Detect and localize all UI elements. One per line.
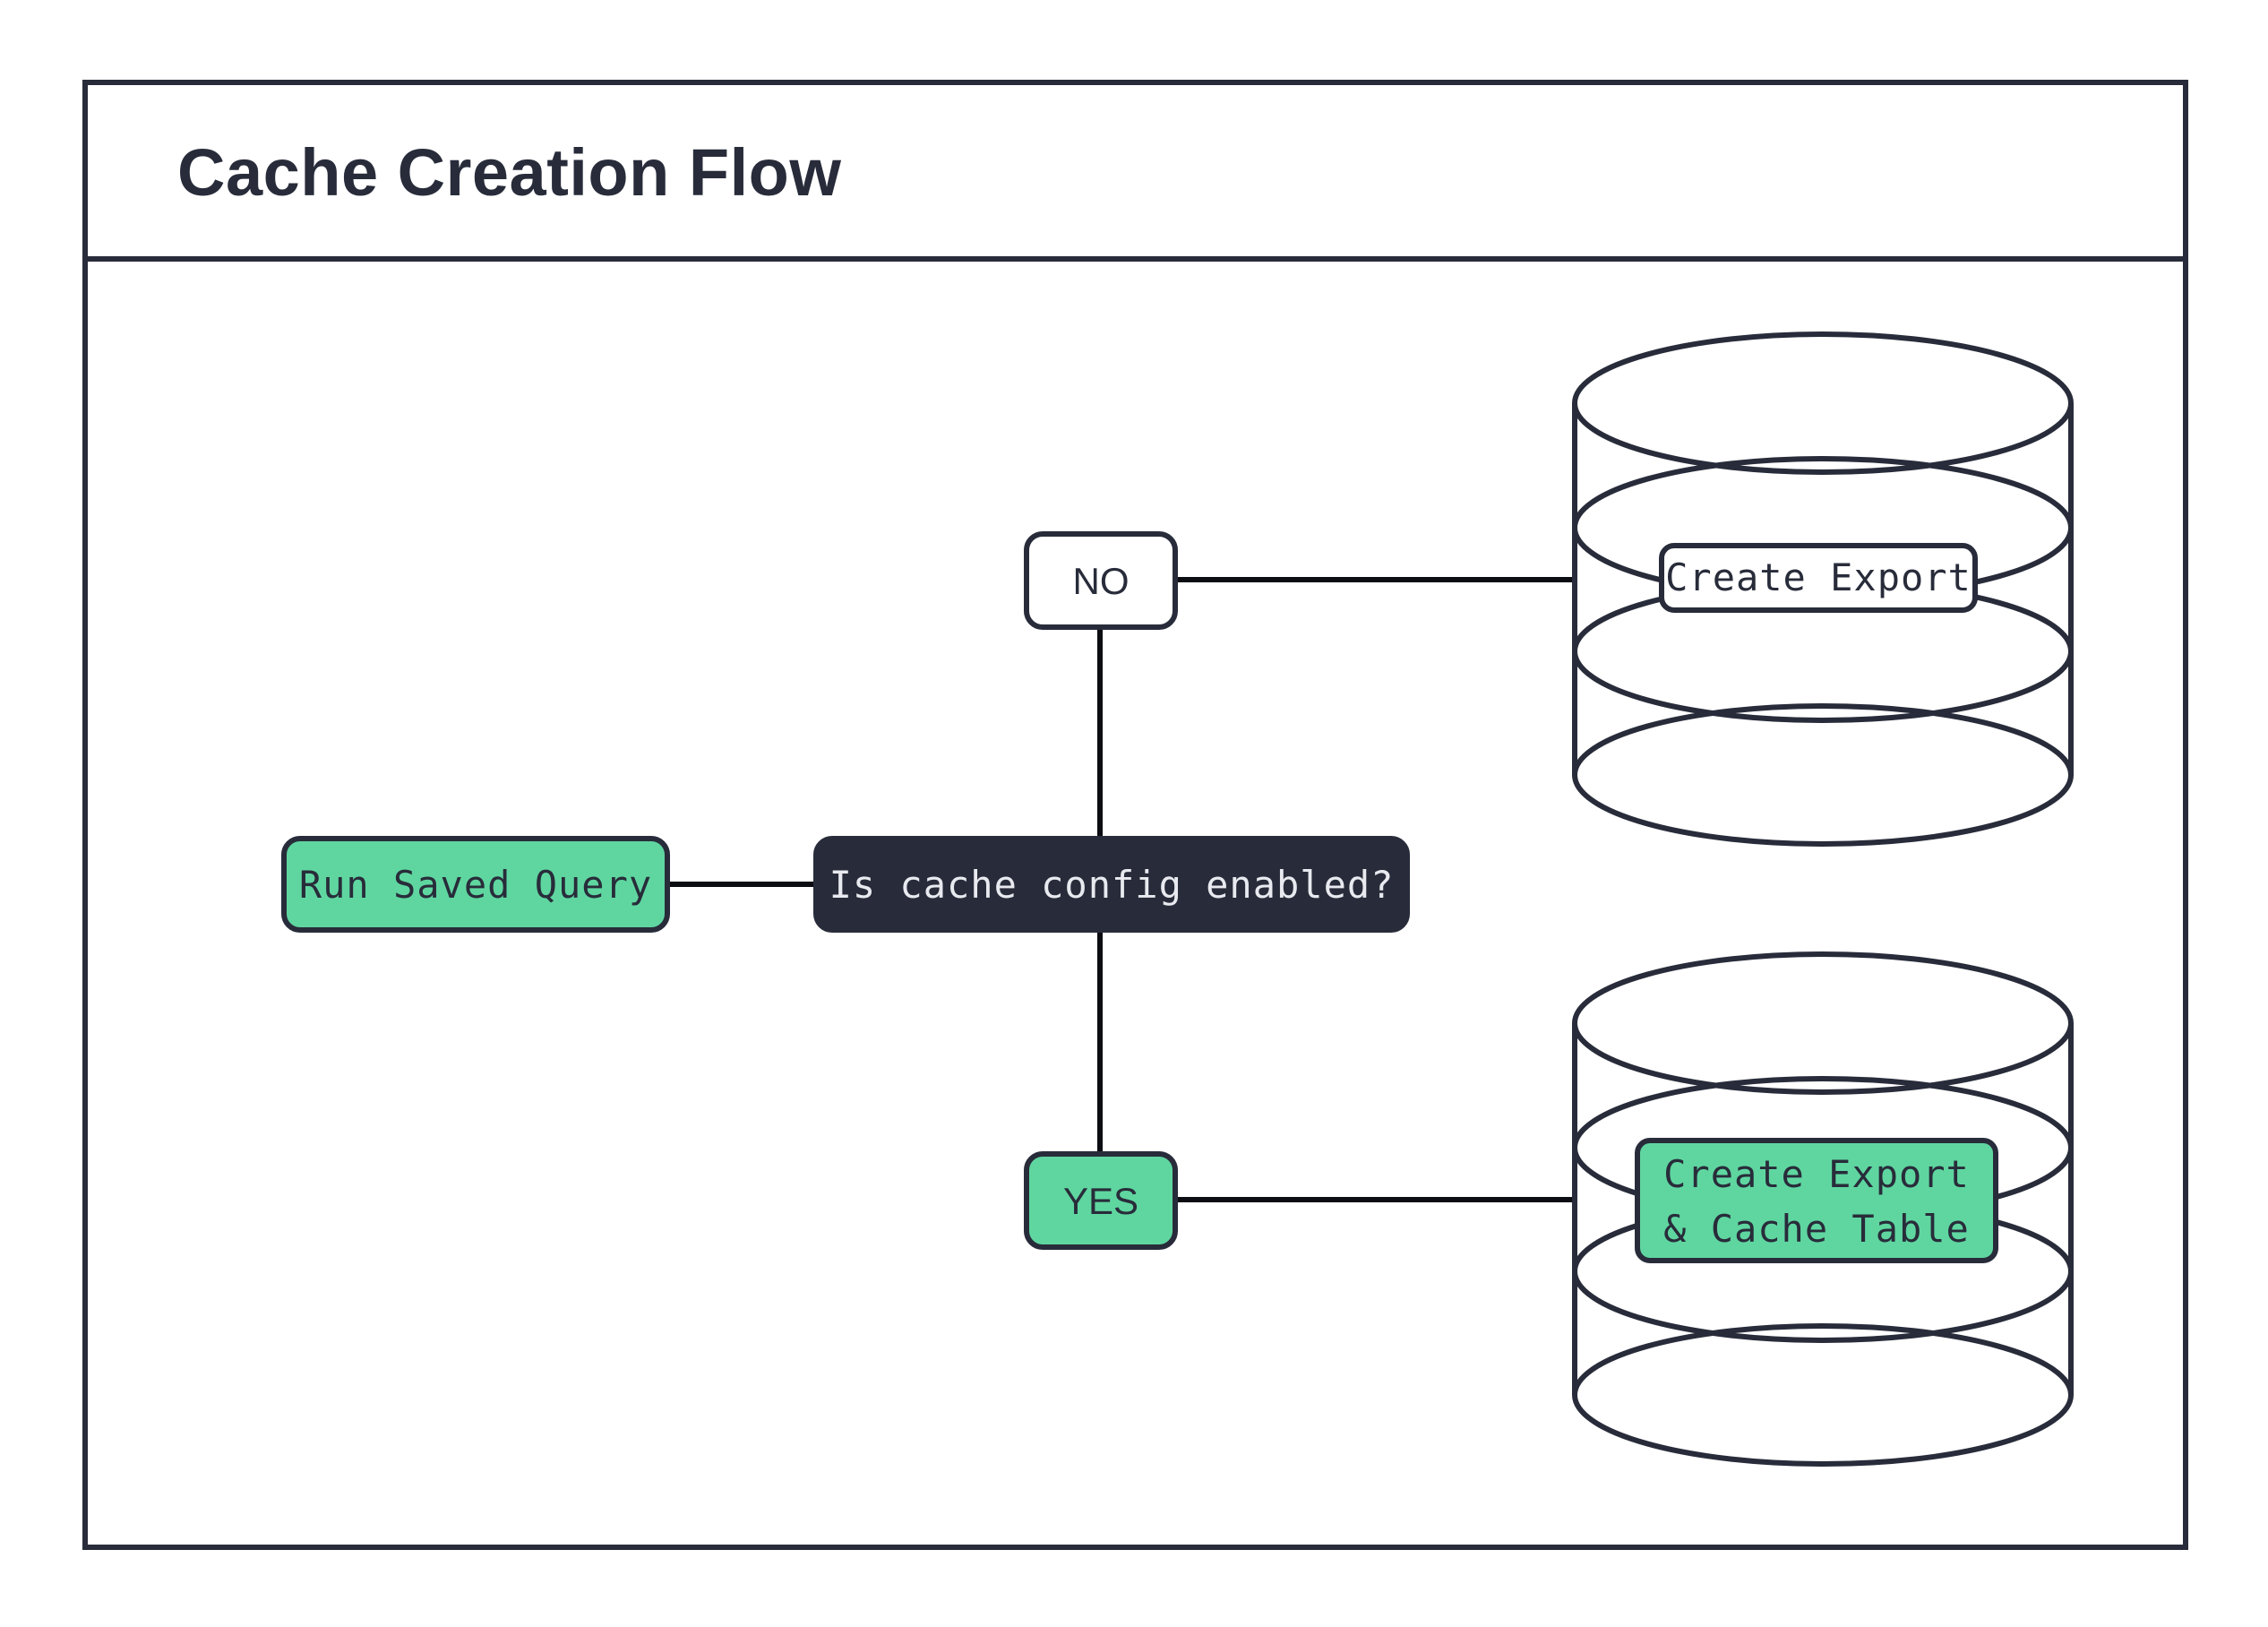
create-export-disc-1 <box>1572 331 2074 475</box>
node-is-cache-config-enabled[interactable]: Is cache config enabled? <box>813 836 1410 933</box>
node-branch-no[interactable]: NO <box>1024 531 1178 630</box>
create-export-label-chip <box>1659 543 1978 613</box>
page-title: Cache Creation Flow <box>177 135 841 210</box>
branch-no-label: NO <box>1073 560 1130 602</box>
create-export-label: Create Export <box>1665 555 1972 599</box>
create-export-cylinder-body <box>1575 403 2071 844</box>
node-create-export[interactable]: Create Export <box>1572 331 2074 847</box>
create-export-cache-label-line1: Create Export <box>1663 1152 1970 1196</box>
create-export-cache-disc-4 <box>1572 1323 2074 1467</box>
create-export-cache-label-line2: & Cache Table <box>1663 1207 1970 1251</box>
branch-yes-label: YES <box>1063 1180 1138 1222</box>
node-create-export-and-cache-table[interactable]: Create Export & Cache Table <box>1572 951 2074 1467</box>
run-saved-query-label: Run Saved Query <box>299 863 652 907</box>
is-cache-config-enabled-box <box>813 836 1410 933</box>
run-saved-query-box <box>281 836 670 933</box>
create-export-cache-disc-1 <box>1572 951 2074 1095</box>
branch-no-box <box>1024 531 1178 630</box>
branch-yes-box <box>1024 1151 1178 1250</box>
node-run-saved-query[interactable]: Run Saved Query <box>281 836 670 933</box>
is-cache-config-enabled-label: Is cache config enabled? <box>829 863 1395 907</box>
node-branch-yes[interactable]: YES <box>1024 1151 1178 1250</box>
create-export-cache-label-chip <box>1635 1138 1998 1263</box>
create-export-disc-4 <box>1572 703 2074 847</box>
